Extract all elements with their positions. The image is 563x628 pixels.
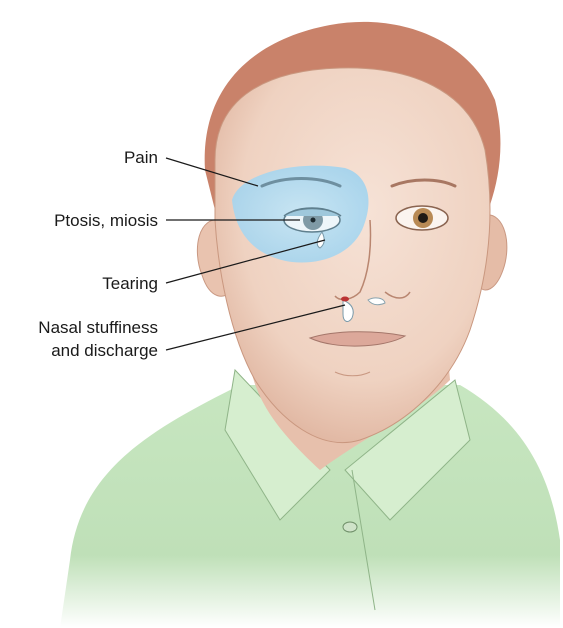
label-ptosis-miosis: Ptosis, miosis: [54, 211, 158, 230]
label-tearing: Tearing: [102, 274, 158, 293]
label-nasal-line2: and discharge: [51, 341, 158, 360]
right-eye: [396, 206, 448, 230]
shirt-button: [343, 522, 357, 532]
left-pupil: [311, 218, 316, 223]
label-pain: Pain: [124, 148, 158, 167]
label-nasal-line1: Nasal stuffiness: [38, 318, 158, 337]
right-pupil: [418, 213, 428, 223]
nostril-left: [341, 297, 349, 302]
